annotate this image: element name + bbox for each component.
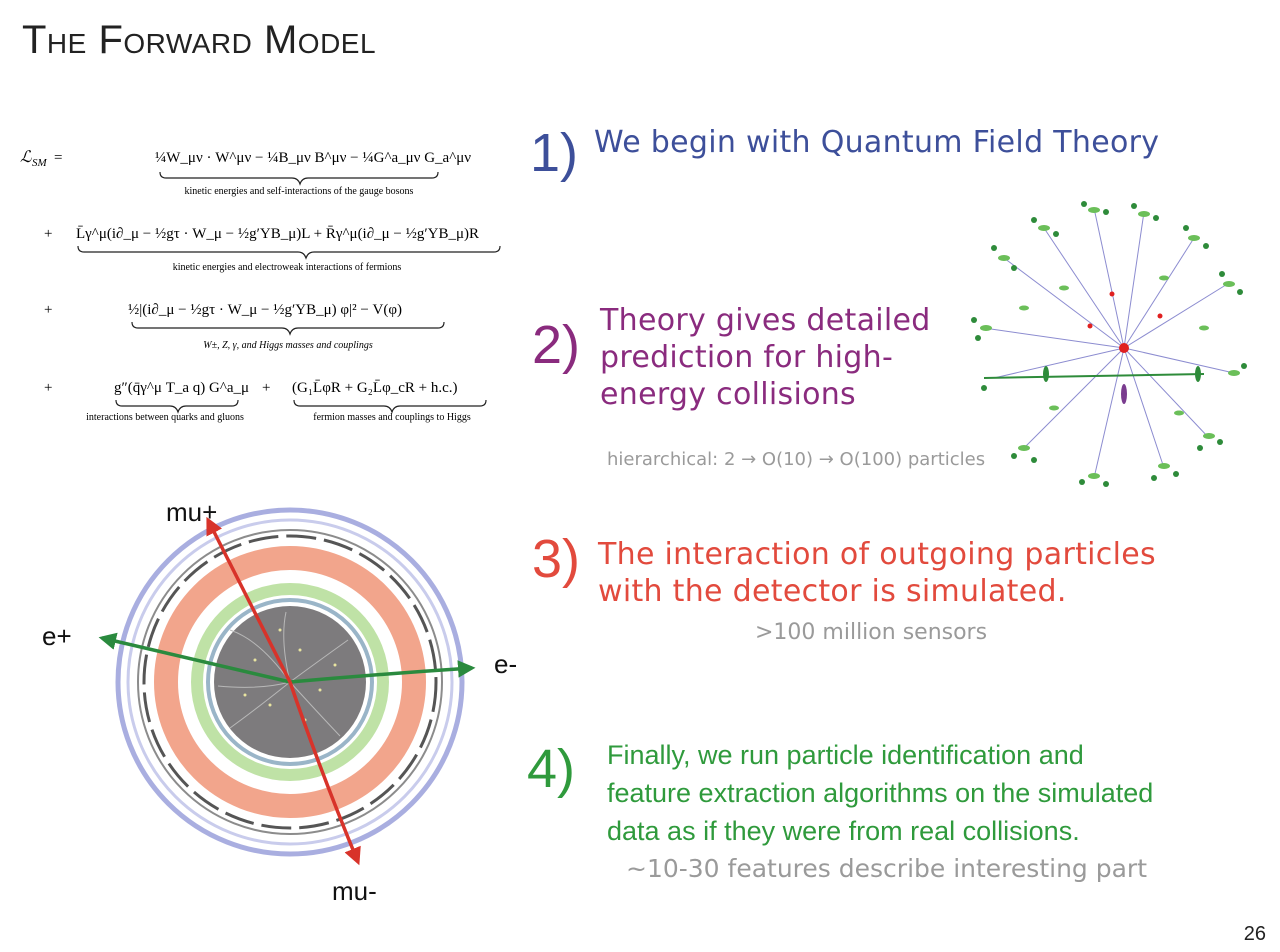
eq-row-2: L̄γ^μ(i∂_μ − ½gτ · W_μ − ½g′YB_μ)L + R̄γ… xyxy=(76,226,479,242)
underbrace-2 xyxy=(77,245,501,260)
tree-nodes xyxy=(971,201,1247,487)
eq-row-1-label: kinetic energies and self-interactions o… xyxy=(185,186,414,197)
eq-row-4b: (G₁L̄φR + G₂L̄φ_cR + h.c.) xyxy=(292,380,458,396)
outer-muon-ring xyxy=(115,507,465,857)
muon-minus-track xyxy=(288,681,361,866)
plus-2: + xyxy=(44,226,52,242)
underbrace-3 xyxy=(131,321,445,336)
standard-model-lagrangian: ℒ SM = ¼W_μν · W^μν − ¼B_μν B^μν − ¼G^a_… xyxy=(20,149,501,423)
plus-4b: + xyxy=(262,380,270,396)
eq-row-3: ½|(i∂_μ − ½gτ · W_μ − ½g′YB_μ) φ|² − V(φ… xyxy=(128,302,402,318)
equals-sign: = xyxy=(54,150,62,166)
step-2-number: 2) xyxy=(532,315,581,375)
electron-positron-track xyxy=(98,632,291,684)
eq-row-4b-label: fermion masses and couplings to Higgs xyxy=(313,412,471,423)
underbrace-1 xyxy=(159,171,439,186)
label-e-minus: e- xyxy=(494,649,518,679)
step-1-text: We begin with Quantum Field Theory xyxy=(594,125,1160,160)
inner-calorimeter-ring xyxy=(191,583,389,781)
step-4-number: 4) xyxy=(527,739,576,799)
eq-row-2-label: kinetic energies and electroweak interac… xyxy=(173,262,402,273)
lagrangian-lhs-sub: SM xyxy=(32,157,48,169)
step-1-number: 1) xyxy=(530,123,579,183)
particle-shower-tree-diagram xyxy=(971,201,1247,487)
step-3-number: 3) xyxy=(532,529,581,589)
eq-row-3-label: W±, Z, γ, and Higgs masses and couplings xyxy=(203,340,373,351)
step-4-text: Finally, we run particle identification … xyxy=(607,740,1154,846)
plus-3: + xyxy=(44,302,52,318)
calorimeter-ring xyxy=(154,546,426,818)
label-e-plus: e+ xyxy=(42,621,72,651)
muon-plus-track xyxy=(206,516,292,683)
tree-leaf-clusters xyxy=(980,207,1240,479)
step-2-text: Theory gives detailed prediction for hig… xyxy=(600,303,931,412)
eq-row-4a-label: interactions between quarks and gluons xyxy=(86,412,244,423)
step-2-subtext: hierarchical: 2 → O(10) → O(100) particl… xyxy=(607,449,986,470)
detector-event-display xyxy=(98,507,476,866)
step-3-text: The interaction of outgoing particles wi… xyxy=(598,537,1156,609)
electron-track xyxy=(289,660,476,684)
tree-primary-vertex xyxy=(1119,343,1129,353)
underbrace-4a xyxy=(115,399,239,414)
tree-secondary-vertex xyxy=(1121,384,1127,404)
label-mu-plus: mu+ xyxy=(166,497,218,527)
lagrangian-lhs: ℒ xyxy=(20,149,32,166)
eq-row-1: ¼W_μν · W^μν − ¼B_μν B^μν − ¼G^a_μν G_a^… xyxy=(155,150,471,166)
eq-row-4a: g″(q̄γ^μ T_a q) G^a_μ xyxy=(114,380,249,396)
slide-number: 26 xyxy=(1243,923,1266,945)
step-3-subtext: >100 million sensors xyxy=(755,620,988,645)
tree-branches xyxy=(983,207,1235,479)
underbrace-4b xyxy=(293,399,487,414)
slide-title: The Forward Model xyxy=(22,18,377,62)
label-mu-minus: mu- xyxy=(332,876,377,906)
plus-4: + xyxy=(44,380,52,396)
step-4-subtext: ~10-30 features describe interesting par… xyxy=(626,854,1147,883)
